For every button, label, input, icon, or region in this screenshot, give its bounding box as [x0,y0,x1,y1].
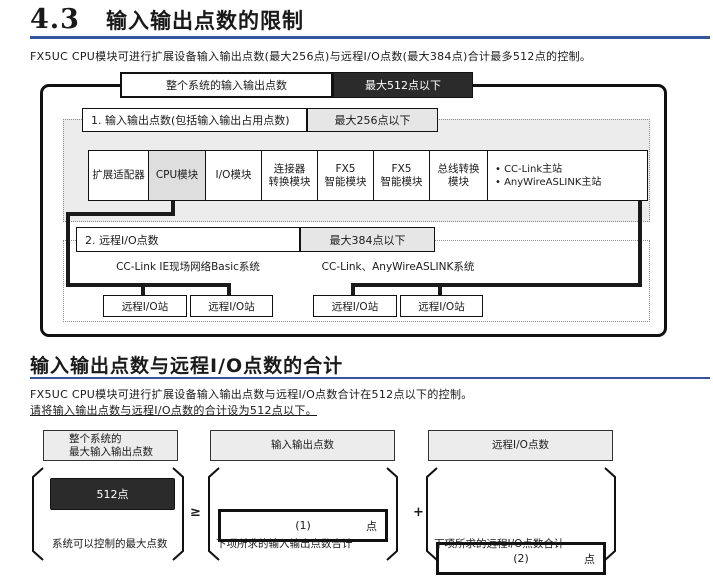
module-label: 智能模块 [324,175,367,188]
network-label-cclink-ie: CC-Link IE现场网络Basic系统 [116,261,260,273]
subsection-title: 输入输出点数与远程I/O点数的合计 [30,355,344,377]
module-connector-conversion: 连接器 转换模块 [262,150,318,201]
module-bus-conversion: 总线转换 模块 [430,150,488,201]
connector-line [141,287,145,297]
connector-line [66,212,70,287]
header-line: 最大输入输出点数 [69,445,153,458]
section-heading: 4.3 输入输出点数的限制 [30,4,304,35]
entry-placeholder: (2) [513,552,529,565]
col-remote-header: 远程I/O点数 [428,430,613,461]
bracket-right [172,467,184,561]
network-label-cclink-anywire: CC-Link、AnyWireASLINK系统 [321,261,475,273]
remote-io-station: 远程I/O站 [190,295,273,317]
io-points-label: 1. 输入输出点数(包括输入输出占用点数) [82,108,307,132]
station-label: 远程I/O站 [331,300,379,313]
connector-line [351,283,642,287]
section2-body2: 请将输入输出点数与远程I/O点数的合计设为512点以下。 [30,404,318,417]
section-title: 输入输出点数的限制 [105,9,304,33]
unit-label: 点 [584,552,595,566]
section2-body1: FX5UC CPU模块可进行扩展设备输入输出点数与远程I/O点数合计在512点以… [30,388,473,401]
connector-line [66,283,231,287]
total-points-value-text: 最大512点以下 [365,79,441,92]
module-label: 扩展适配器 [92,169,145,181]
connector-line [227,287,231,297]
io-points-value-text: 最大256点以下 [334,114,411,127]
remote-points-label: 2. 远程I/O点数 [76,227,300,252]
module-row: 扩展适配器 CPU模块 I/O模块 连接器 转换模块 FX5 智能模块 FX5 … [88,150,648,201]
module-label: 总线转换 [437,162,480,175]
section-number: 4.3 [30,4,80,35]
io-points-value: 最大256点以下 [307,108,438,132]
station-label: 远程I/O站 [121,300,169,313]
module-label: 智能模块 [380,175,423,188]
station-label: 远程I/O站 [208,300,255,313]
intro-text: FX5UC CPU模块可进行扩展设备输入输出点数(最大256点)与远程I/O点数… [30,50,592,63]
module-label: FX5 [335,162,356,175]
operator-plus: + [413,505,424,520]
max-points-value: 512点 [96,488,129,501]
header-line: 输入输出点数 [271,439,334,451]
module-label: FX5 [391,162,412,175]
heading-rule [30,36,710,39]
remote-points-label-text: 2. 远程I/O点数 [85,233,159,247]
module-label: • AnyWireASLINK主站 [495,176,602,188]
entry-placeholder: (1) [295,519,311,532]
total-points-value: 最大512点以下 [333,72,473,98]
connector-line [351,287,355,297]
connector-line [438,287,442,297]
col-remote-caption: 下项所求的远程I/O点数合计 [434,538,565,550]
module-network-masters: • CC-Link主站 • AnyWireASLINK主站 [488,150,648,201]
module-expansion-adapter: 扩展适配器 [88,150,149,201]
bracket-left [32,467,44,561]
module-fx5-intelligent: FX5 智能模块 [318,150,374,201]
bracket-right [604,467,616,561]
module-cpu: CPU模块 [149,150,206,201]
module-label: • CC-Link主站 [495,163,563,175]
remote-io-station: 远程I/O站 [400,295,483,317]
bracket-right [386,467,398,561]
module-label: 连接器 [273,162,306,175]
connector-line [171,201,175,216]
operator-ge: ≥ [190,505,201,520]
io-points-label-text: 1. 输入输出点数(包括输入输出占用点数) [91,114,290,127]
connector-line [66,212,175,216]
remote-points-value: 最大384点以下 [300,227,435,252]
module-label: I/O模块 [215,169,252,181]
total-points-label: 整个系统的输入输出点数 [120,72,333,98]
col-io-header: 输入输出点数 [210,430,395,461]
module-io: I/O模块 [206,150,262,201]
remote-io-station: 远程I/O站 [103,295,187,317]
connector-line [638,169,642,287]
remote-points-entry-box: (2) 点 [436,542,606,575]
io-points-entry-box: (1) 点 [218,509,388,542]
station-label: 远程I/O站 [418,300,465,313]
module-label: 转换模块 [268,175,311,188]
max-points-box: 512点 [50,478,175,510]
module-fx5-intelligent-2: FX5 智能模块 [374,150,430,201]
col-io-caption: 下项所求的输入输出点数合计 [216,538,353,550]
header-line: 远程I/O点数 [492,439,549,451]
remote-io-station: 远程I/O站 [313,295,397,317]
subsection-rule [30,377,710,379]
remote-points-value-text: 最大384点以下 [329,233,406,247]
module-label: 模块 [448,175,469,188]
total-points-label-text: 整个系统的输入输出点数 [166,79,287,92]
unit-label: 点 [366,519,377,533]
module-label: CPU模块 [155,169,199,181]
bracket-left [208,467,220,561]
header-line: 整个系统的 [69,432,122,445]
bracket-left [426,467,438,561]
col-total-caption: 系统可以控制的最大点数 [52,538,168,550]
col-total-header: 整个系统的 最大输入输出点数 [43,430,178,461]
